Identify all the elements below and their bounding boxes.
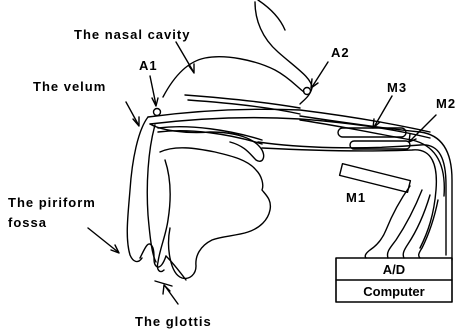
sensor-m1 xyxy=(340,164,411,193)
tongue-inner xyxy=(157,160,170,272)
head-contour xyxy=(255,2,312,104)
mic-a1 xyxy=(154,109,161,116)
label-velum: The velum xyxy=(33,80,106,93)
arrow-velum-head xyxy=(133,117,139,126)
cable-a xyxy=(387,190,422,258)
label-piriform-line2: fossa xyxy=(8,216,47,229)
arrow-a2 xyxy=(312,62,328,87)
arrow-piriform xyxy=(88,228,118,252)
computer-label: Computer xyxy=(336,285,452,298)
cable-m1 xyxy=(365,186,410,258)
label-m2: M2 xyxy=(436,97,456,110)
pharynx-wall xyxy=(127,117,148,262)
label-m3: M3 xyxy=(387,81,407,94)
label-piriform-line1: The piriform xyxy=(8,196,96,209)
nasal-cavity-outline xyxy=(163,57,304,97)
velum-shape xyxy=(150,124,264,161)
mic-a2 xyxy=(304,88,311,95)
label-a2: A2 xyxy=(331,46,350,59)
label-a1: A1 xyxy=(139,59,158,72)
larynx-line xyxy=(166,256,186,280)
arrow-velum xyxy=(126,102,138,124)
probe-tube-4 xyxy=(300,120,444,196)
tongue-outline xyxy=(160,148,270,279)
cable-b xyxy=(403,195,430,258)
arrow-nasal xyxy=(176,42,193,71)
ad-label: A/D xyxy=(336,263,452,276)
label-glottis: The glottis xyxy=(135,315,212,328)
label-nasal-cavity: The nasal cavity xyxy=(74,28,190,41)
pharynx-inner xyxy=(147,125,156,262)
label-m1: M1 xyxy=(346,191,366,204)
head-top-line xyxy=(258,0,285,30)
